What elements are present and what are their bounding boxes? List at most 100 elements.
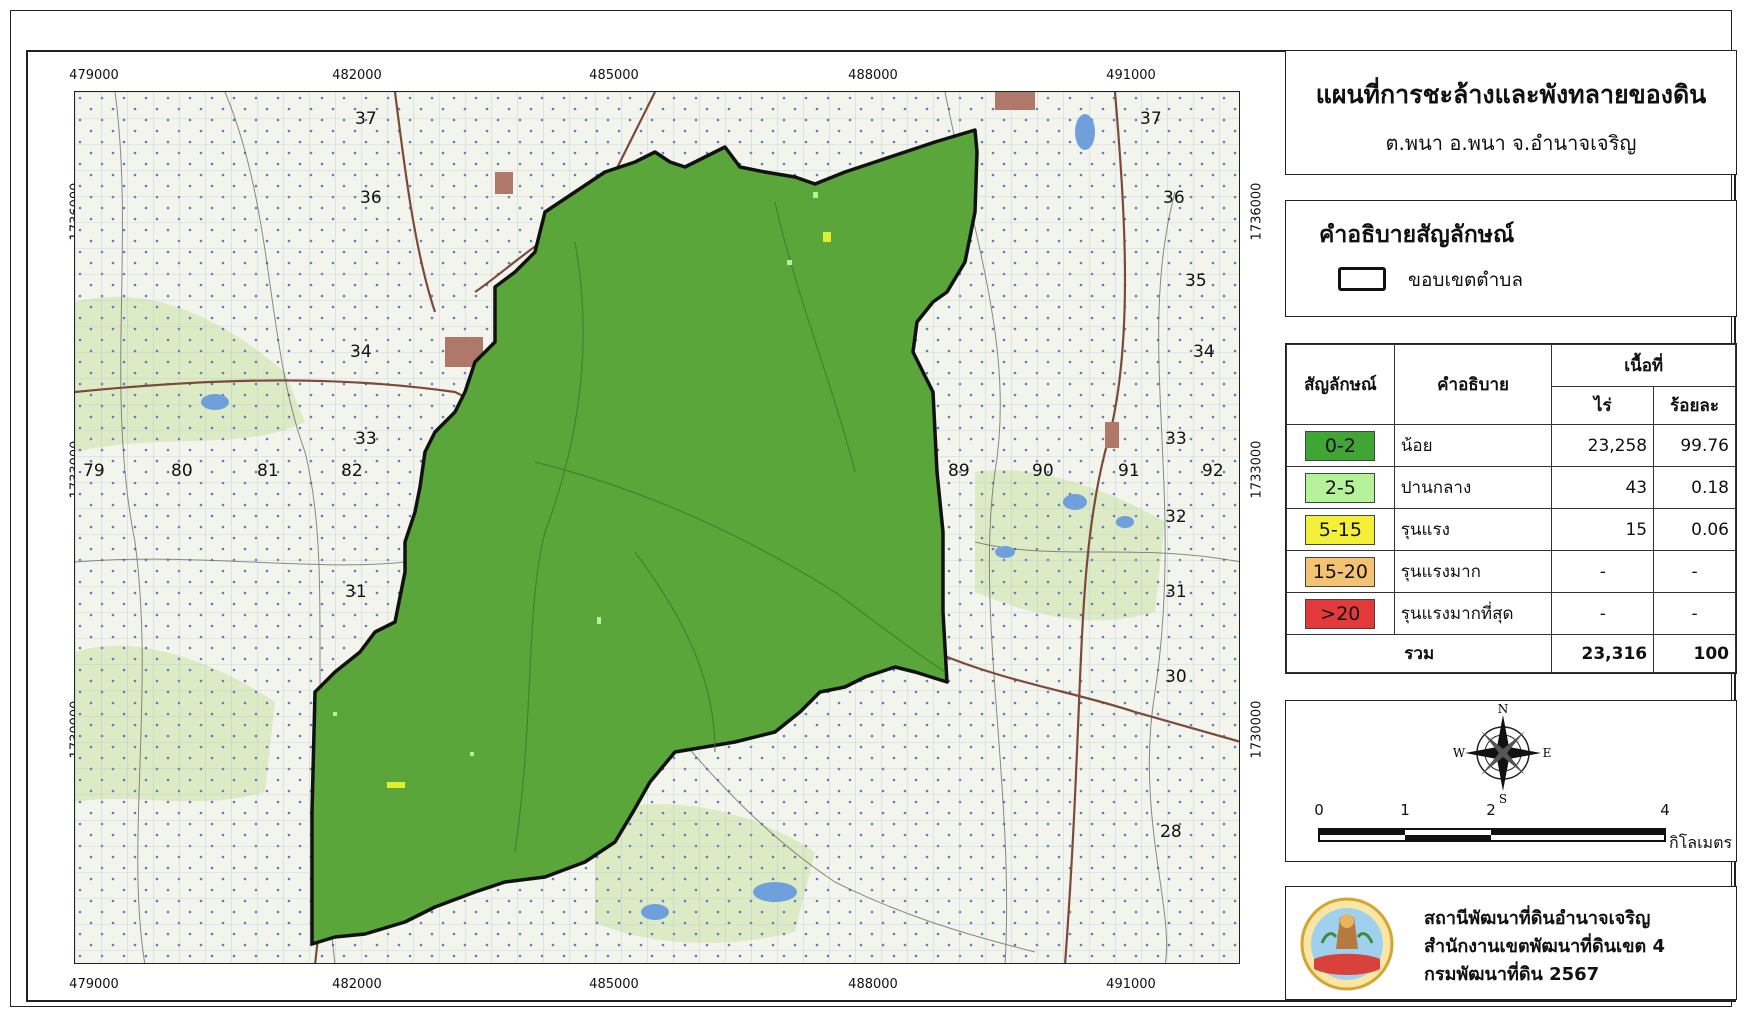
erosion-table-panel: สัญลักษณ์ คำอธิบาย เนื้อที่ ไร่ ร้อยละ 0… xyxy=(1285,343,1737,674)
header-rai: ไร่ xyxy=(1551,386,1655,425)
agency-seal-icon xyxy=(1300,897,1394,991)
topo-label: 82 xyxy=(341,461,363,481)
class-description: น้อย xyxy=(1393,424,1553,467)
topo-label: 35 xyxy=(1185,271,1207,291)
header-area: เนื้อที่ xyxy=(1551,344,1736,387)
topo-label: 34 xyxy=(1193,342,1215,362)
topo-label: 80 xyxy=(171,461,193,481)
grid-label-right-2: 1733000 xyxy=(1249,440,1265,499)
topo-label: 34 xyxy=(350,342,372,362)
scale-tick-1: 1 xyxy=(1400,801,1410,819)
class-swatch: 5-15 xyxy=(1305,514,1376,545)
topo-label: 31 xyxy=(1165,582,1187,602)
total-rai: 23,316 xyxy=(1551,634,1655,673)
total-percent: 100 xyxy=(1653,634,1736,673)
area-rai: - xyxy=(1551,550,1655,593)
map-canvas[interactable]: 37 37 36 36 35 34 34 33 33 32 31 31 30 2… xyxy=(74,91,1240,964)
table-row: 0-2 น้อย 23,258 99.76 xyxy=(1286,424,1736,467)
agency-department: กรมพัฒนาที่ดิน 2567 xyxy=(1424,964,1600,985)
table-row: >20 รุนแรงมากที่สุด - - xyxy=(1286,592,1736,635)
agency-region-office: สำนักงานเขตพัฒนาที่ดินเขต 4 xyxy=(1424,936,1665,957)
topo-label: 37 xyxy=(355,109,377,129)
topo-label: 30 xyxy=(1165,667,1187,687)
grid-label-bottom-5: 491000 xyxy=(1106,977,1156,992)
compass-w: W xyxy=(1453,746,1466,760)
class-swatch: 15-20 xyxy=(1305,556,1376,587)
erosion-table: สัญลักษณ์ คำอธิบาย เนื้อที่ ไร่ ร้อยละ 0… xyxy=(1285,344,1736,673)
grid-label-right-1: 1736000 xyxy=(1249,182,1265,241)
topo-label: 37 xyxy=(1140,109,1162,129)
area-percent: 0.18 xyxy=(1653,466,1736,509)
boundary-label: ขอบเขตตำบล xyxy=(1408,269,1523,291)
table-row: 15-20 รุนแรงมาก - - xyxy=(1286,550,1736,593)
topo-label: 81 xyxy=(257,461,279,481)
header-percent: ร้อยละ xyxy=(1653,386,1736,425)
topo-label: 32 xyxy=(1165,507,1187,527)
towns xyxy=(445,92,1119,448)
topo-label: 79 xyxy=(83,461,105,481)
zone-trails xyxy=(514,201,946,853)
topo-label: 90 xyxy=(1032,461,1054,481)
compass-e: E xyxy=(1543,746,1552,760)
grid-label-right-3: 1730000 xyxy=(1249,700,1265,759)
topo-label: 33 xyxy=(355,429,377,449)
compass-rose-icon: N S E W xyxy=(1318,702,1666,842)
header-symbol: สัญลักษณ์ xyxy=(1286,344,1395,425)
grid-label-top-2: 482000 xyxy=(332,68,382,83)
compass-s: S xyxy=(1499,792,1507,806)
grid-label-top-3: 485000 xyxy=(589,68,639,83)
scale-bar xyxy=(1318,828,1666,842)
grid-label-bottom-4: 488000 xyxy=(848,977,898,992)
header-description: คำอธิบาย xyxy=(1393,344,1553,425)
grid-label-top-5: 491000 xyxy=(1106,68,1156,83)
area-percent: - xyxy=(1653,550,1736,593)
topo-label: 89 xyxy=(948,461,970,481)
area-rai: - xyxy=(1551,592,1655,635)
topo-label: 36 xyxy=(1163,188,1185,208)
grid-label-bottom-3: 485000 xyxy=(589,977,639,992)
boundary-swatch xyxy=(1338,267,1386,291)
grid-label-top-4: 488000 xyxy=(848,68,898,83)
severe-erosion-spots xyxy=(387,232,831,788)
north-scale-panel: N S E W 0 1 2 4 กิโลเมตร xyxy=(1285,700,1737,862)
grid-label-bottom-2: 482000 xyxy=(332,977,382,992)
scale-tick-2: 2 xyxy=(1486,801,1496,819)
topo-label: 92 xyxy=(1202,461,1224,481)
class-description: รุนแรง xyxy=(1393,508,1553,551)
topo-label: 36 xyxy=(360,188,382,208)
area-rai: 43 xyxy=(1551,466,1655,509)
scale-tick-0: 0 xyxy=(1314,801,1324,819)
table-total-row: รวม 23,316 100 xyxy=(1285,634,1736,673)
table-row: 5-15 รุนแรง 15 0.06 xyxy=(1286,508,1736,551)
agency-station: สถานีพัฒนาที่ดินอำนาจเจริญ xyxy=(1424,908,1651,929)
water-bodies xyxy=(201,114,1134,920)
compass-n: N xyxy=(1498,702,1509,716)
class-description: รุนแรงมากที่สุด xyxy=(1393,592,1553,635)
scale-unit: กิโลเมตร xyxy=(1669,833,1733,852)
moderate-erosion-spots xyxy=(333,192,818,756)
topo-label: 33 xyxy=(1165,429,1187,449)
agency-panel: สถานีพัฒนาที่ดินอำนาจเจริญ สำนักงานเขตพั… xyxy=(1285,886,1737,1000)
class-swatch: 2-5 xyxy=(1305,472,1376,503)
topo-label: 28 xyxy=(1160,822,1182,842)
area-percent: 0.06 xyxy=(1653,508,1736,551)
legend-heading: คำอธิบายสัญลักษณ์ xyxy=(1319,222,1515,248)
area-rai: 15 xyxy=(1551,508,1655,551)
scale-tick-4: 4 xyxy=(1660,801,1670,819)
area-percent: - xyxy=(1653,592,1736,635)
class-description: ปานกลาง xyxy=(1393,466,1553,509)
subdistrict-erosion-zone[interactable] xyxy=(310,128,979,946)
area-rai: 23,258 xyxy=(1551,424,1655,467)
grid-label-top-1: 479000 xyxy=(69,68,119,83)
class-description: รุนแรงมาก xyxy=(1393,550,1553,593)
title-panel: แผนที่การชะล้างและพังทลายของดิน ต.พนา อ.… xyxy=(1285,50,1737,175)
class-swatch: 0-2 xyxy=(1305,430,1376,461)
class-swatch: >20 xyxy=(1305,598,1376,629)
table-row: 2-5 ปานกลาง 43 0.18 xyxy=(1286,466,1736,509)
total-label: รวม xyxy=(1285,634,1553,673)
topo-label: 31 xyxy=(345,582,367,602)
area-percent: 99.76 xyxy=(1653,424,1736,467)
topo-label: 91 xyxy=(1118,461,1140,481)
legend-panel: คำอธิบายสัญลักษณ์ ขอบเขตตำบล xyxy=(1285,200,1737,317)
map-title: แผนที่การชะล้างและพังทลายของดิน xyxy=(1315,80,1707,109)
